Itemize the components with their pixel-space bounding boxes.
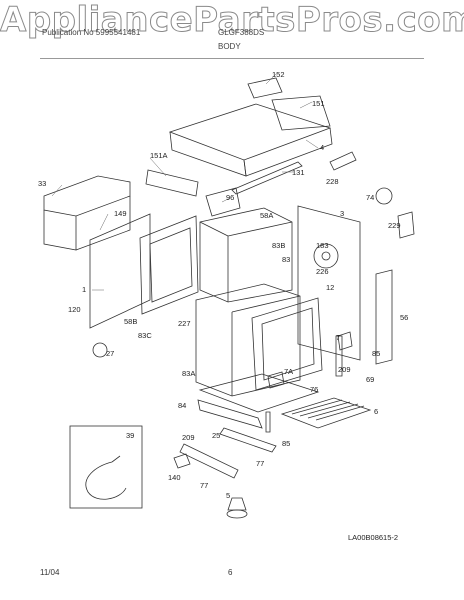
part-58B-frame [139, 215, 199, 315]
label-58B: 58B [124, 317, 137, 326]
label-84: 84 [178, 401, 186, 410]
label-27: 27 [106, 349, 114, 358]
footer-date: 11/04 [40, 568, 60, 577]
label-228: 228 [326, 177, 339, 186]
part-140-bracket [173, 453, 191, 469]
part-77-rail-lower [179, 443, 239, 479]
part-1-side-panel [89, 213, 151, 329]
part-151A-rail [145, 169, 199, 197]
power-cord [85, 461, 127, 500]
label-7A: 7A [284, 367, 293, 376]
part-85-spring-right [335, 335, 343, 377]
watermark: AppliancePartsPros.com [0, 0, 464, 41]
label-227: 227 [178, 319, 191, 328]
label-85-lower: 85 [282, 439, 290, 448]
label-209-left: 209 [182, 433, 195, 442]
part-27-knob [92, 342, 108, 358]
label-226: 226 [316, 267, 329, 276]
part-6-rack [280, 397, 372, 429]
part-84-plate [197, 399, 263, 429]
part-152-cover [247, 77, 283, 99]
part-83A-bottom [198, 373, 320, 413]
part-top-cover [168, 103, 332, 161]
part-39-cord-box [69, 425, 143, 509]
label-74: 74 [366, 193, 374, 202]
part-oven-body [195, 283, 301, 397]
label-83B: 83B [272, 241, 285, 250]
label-58A: 58A [260, 211, 273, 220]
label-12: 12 [326, 283, 334, 292]
part-5-leveler [227, 497, 247, 511]
section-title: BODY [218, 42, 241, 51]
label-85-upper: 85 [372, 349, 380, 358]
label-96: 96 [226, 193, 234, 202]
label-76: 76 [310, 385, 318, 394]
label-140: 140 [168, 473, 181, 482]
publication-number: Publication No 5995541481 [42, 28, 141, 37]
label-7: 7 [336, 333, 340, 342]
part-229-block [397, 211, 415, 239]
part-7A-latch [267, 371, 285, 389]
label-4: 4 [320, 143, 324, 152]
header-rule [40, 58, 424, 59]
label-131: 131 [292, 168, 305, 177]
part-3-side-panel [297, 205, 361, 361]
label-151: 151 [312, 99, 325, 108]
part-96-bracket [205, 187, 241, 217]
label-77-right: 77 [256, 459, 264, 468]
part-58A-liner [199, 207, 293, 303]
label-39: 39 [126, 431, 134, 440]
part-7-hinge [337, 331, 353, 351]
label-120: 120 [68, 305, 81, 314]
part-131-rail [231, 161, 303, 195]
label-6: 6 [374, 407, 378, 416]
model-number: GLGF388DS [218, 28, 265, 37]
part-56-trim [375, 269, 393, 365]
label-33: 33 [38, 179, 46, 188]
part-151-panel [271, 95, 331, 131]
part-77-rail-upper [219, 427, 277, 453]
part-74-knob [375, 187, 393, 205]
label-56: 56 [400, 313, 408, 322]
diagram-code: LA00B08615-2 [348, 533, 398, 542]
label-151A: 151A [150, 151, 168, 160]
label-1: 1 [82, 285, 86, 294]
label-83C: 83C [138, 331, 152, 340]
label-183: 183 [316, 241, 329, 250]
label-83: 83 [282, 255, 290, 264]
label-229: 229 [388, 221, 401, 230]
label-77-left: 77 [200, 481, 208, 490]
label-209-right: 209 [338, 365, 351, 374]
part-85-spring [265, 411, 271, 433]
footer-page: 6 [228, 568, 233, 577]
label-5: 5 [226, 491, 230, 500]
label-25: 25 [212, 431, 220, 440]
part-12-door-frame [251, 297, 323, 391]
part-228-clip [329, 151, 357, 171]
label-149: 149 [114, 209, 127, 218]
part-183-element [313, 243, 339, 269]
label-83A: 83A [182, 369, 195, 378]
label-3: 3 [340, 209, 344, 218]
label-152: 152 [272, 70, 285, 79]
label-69: 69 [366, 375, 374, 384]
